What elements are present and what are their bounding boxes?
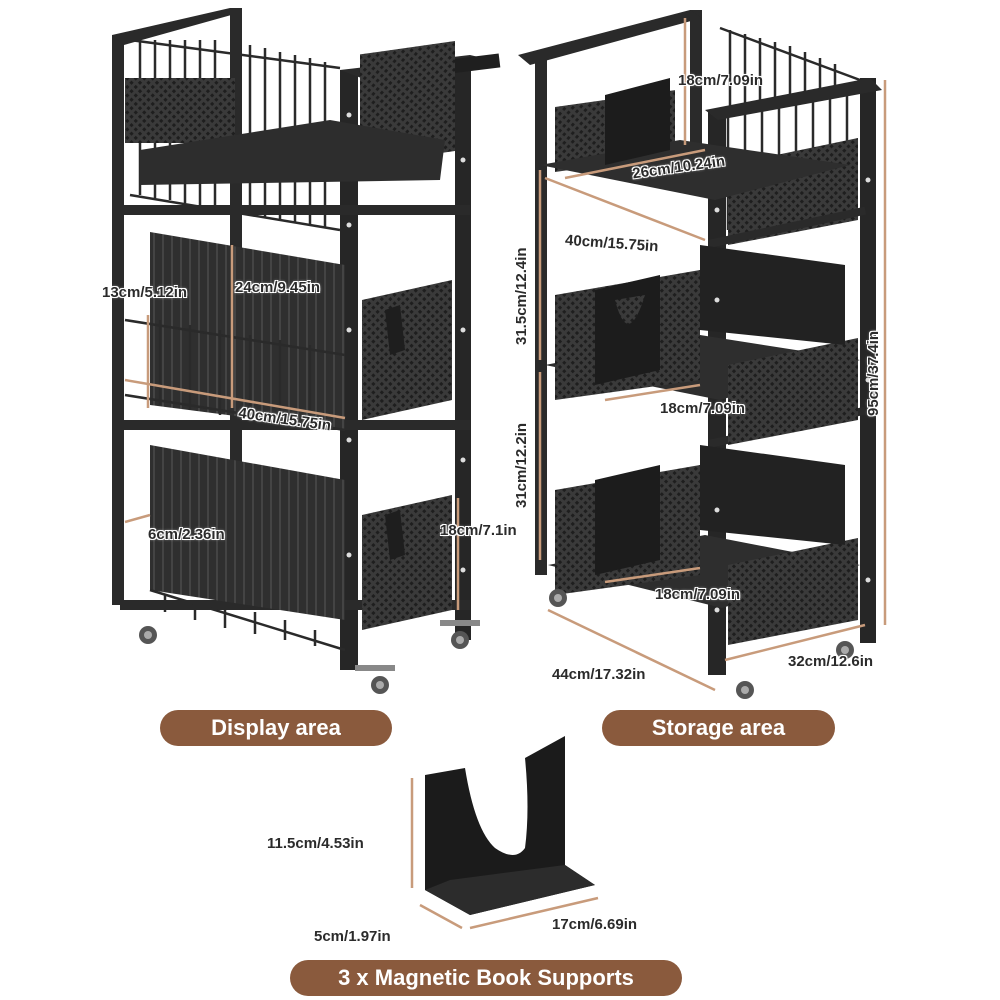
dim-display-depth-side: 13cm/5.12in	[102, 284, 188, 301]
dim-storage-bottom-shelf: 18cm/7.09in	[655, 586, 741, 603]
display-area-label: Display area	[160, 710, 392, 746]
dim-storage-mid-shelf: 18cm/7.09in	[660, 400, 746, 417]
book-support-illustration	[410, 736, 599, 930]
dim-support-width: 17cm/6.69in	[552, 916, 638, 933]
dim-display-height-inner: 24cm/9.45in	[235, 279, 321, 296]
storage-cart	[518, 10, 887, 699]
display-cart	[112, 8, 501, 694]
storage-cart-wheels	[549, 589, 854, 699]
dim-storage-top-basket-height: 18cm/7.09in	[678, 72, 764, 89]
dim-storage-base-width: 32cm/12.6in	[788, 653, 874, 670]
display-cart-wheels	[139, 620, 480, 694]
book-supports-label: 3 x Magnetic Book Supports	[290, 960, 682, 996]
dim-storage-upper-gap: 31.5cm/12.4in	[513, 247, 530, 345]
storage-area-label: Storage area	[602, 710, 835, 746]
dim-support-depth: 5cm/1.97in	[314, 928, 391, 945]
dim-support-height: 11.5cm/4.53in	[267, 835, 364, 852]
dim-display-lip: 6cm/2.36in	[148, 526, 225, 543]
dim-storage-base-length: 44cm/17.32in	[552, 666, 646, 683]
dim-display-side-basket: 18cm/7.1in	[440, 522, 517, 539]
dim-storage-lower-gap: 31cm/12.2in	[513, 422, 530, 508]
dim-storage-total-height: 95cm/37.4in	[865, 330, 882, 416]
